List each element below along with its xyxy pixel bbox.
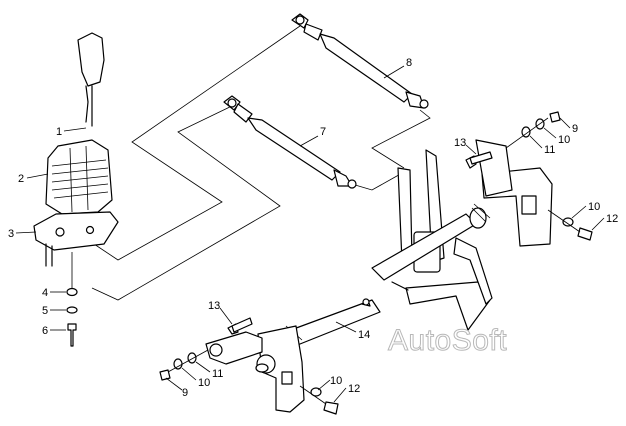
callout-14: 14	[358, 329, 370, 341]
callout-13-upper: 13	[454, 137, 466, 149]
nut-9-upper	[549, 111, 561, 123]
washer-11-lower	[187, 352, 197, 364]
upper-right-fasteners	[465, 111, 593, 241]
callout-10-right: 10	[588, 201, 600, 213]
shift-base-plate	[33, 211, 119, 251]
shift-lever-plate	[205, 331, 263, 365]
watermark-text: AutoSoft	[388, 324, 507, 357]
linkage-rod-upper	[291, 13, 429, 109]
shift-knob	[77, 32, 105, 87]
callout-9-lower: 9	[182, 387, 188, 399]
callout-leaders	[15, 65, 605, 403]
callout-10-bottom: 10	[330, 375, 342, 387]
washer-11-upper	[521, 126, 531, 138]
callout-11-upper: 11	[544, 144, 555, 156]
base-fasteners	[66, 252, 78, 347]
callout-7: 7	[320, 126, 326, 138]
callout-10-lower: 10	[198, 377, 210, 389]
washer-5	[66, 306, 78, 314]
upper-shaft-bracket-assembly	[371, 139, 553, 331]
assembly-path-lines	[87, 25, 431, 301]
callout-12-upper: 12	[606, 213, 618, 225]
bolt-6	[67, 323, 77, 347]
support-bracket-lower	[405, 281, 491, 331]
callout-11-lower: 11	[212, 368, 223, 380]
bolt-12-upper	[577, 227, 593, 241]
washer-10-lower	[173, 358, 183, 370]
nut-4	[66, 287, 78, 297]
shift-boot	[45, 139, 113, 215]
callout-8: 8	[406, 57, 412, 69]
gear-lever-assembly	[33, 32, 119, 267]
bolt-12-lower	[323, 401, 339, 415]
lower-shaft-assembly	[205, 298, 381, 413]
callout-3: 3	[8, 228, 14, 240]
callout-5: 5	[42, 305, 48, 317]
callout-1: 1	[56, 126, 62, 138]
linkage-rod-lower	[223, 95, 357, 189]
callout-labels: 1 2 3 4 5 6 7 8 9 10 11 13 10 12 13 14 1…	[8, 57, 618, 399]
nut-9-lower	[159, 369, 171, 381]
callout-12-lower: 12	[348, 383, 360, 395]
callout-2: 2	[18, 173, 24, 185]
callout-13-lower: 13	[208, 300, 220, 312]
callout-10-upper: 10	[558, 134, 570, 146]
pivot-bracket-lower	[257, 325, 305, 413]
callout-6: 6	[42, 325, 48, 337]
washer-10-right	[562, 217, 574, 227]
callout-9-upper: 9	[572, 123, 578, 135]
callout-4: 4	[42, 287, 48, 299]
